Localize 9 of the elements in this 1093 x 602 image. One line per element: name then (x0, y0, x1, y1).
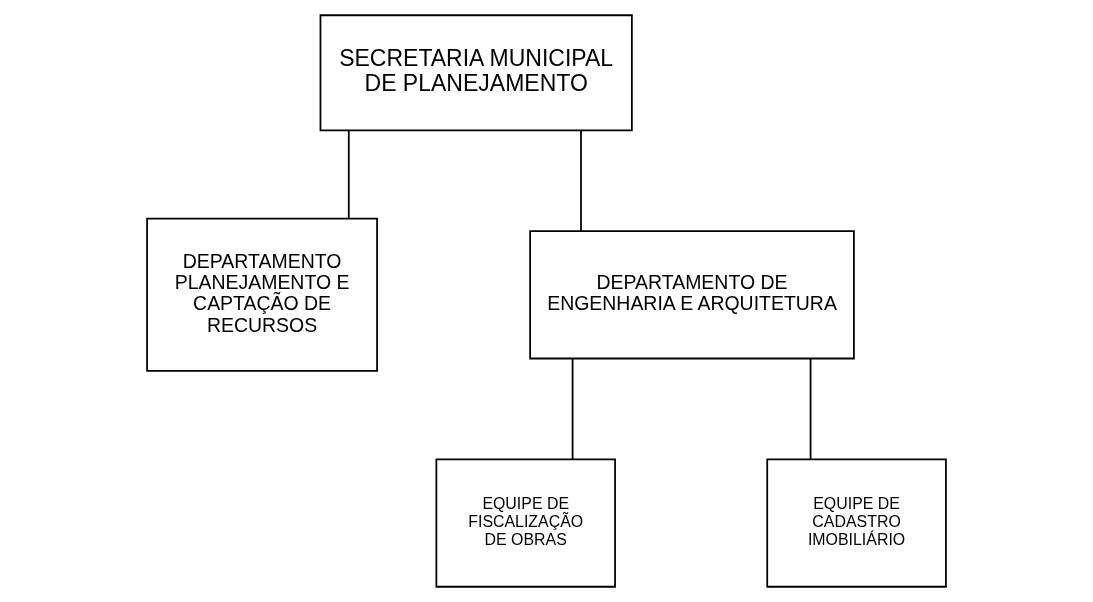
connector (571, 358, 574, 461)
connector (809, 358, 812, 461)
connector (347, 129, 350, 219)
node-box: DEPARTAMENTO DE ENGENHARIA E ARQUITETURA (529, 230, 855, 360)
node-box: EQUIPE DE FISCALIZAÇÃO DE OBRAS (435, 458, 616, 588)
node-box: DEPARTAMENTO PLANEJAMENTO E CAPTAÇÃO DE RECURSOS (146, 217, 378, 372)
connector (580, 129, 582, 232)
node-box: SECRETARIA MUNICIPAL DE PLANEJAMENTO (319, 14, 633, 132)
node-box: EQUIPE DE CADASTRO IMOBILIÁRIO (766, 458, 947, 588)
